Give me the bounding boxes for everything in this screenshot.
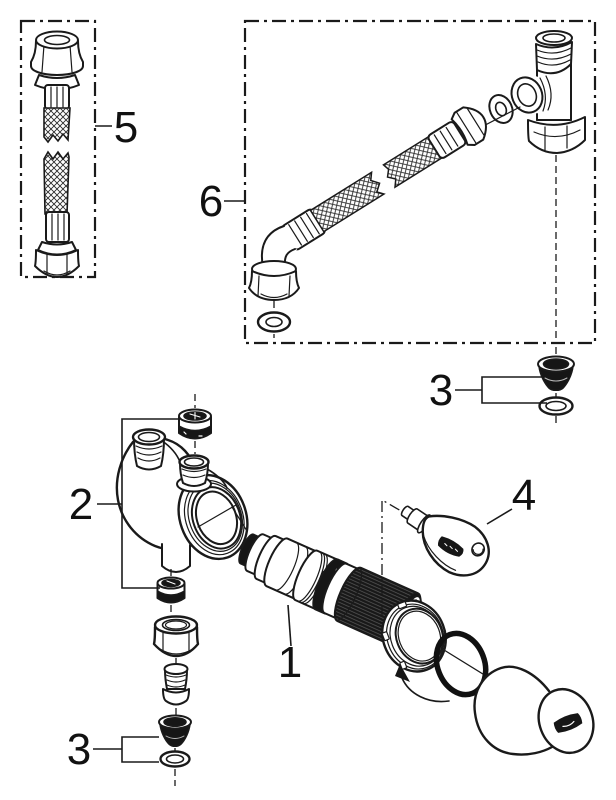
valve-body	[115, 428, 249, 573]
callout-2: 2	[69, 480, 93, 529]
part-6-connection-set-box: 6	[199, 19, 597, 345]
dashed-frame-6	[243, 19, 597, 345]
rotation-arrowhead	[395, 664, 410, 682]
knob-cap	[473, 665, 595, 756]
hose-run	[281, 106, 487, 251]
part-3-right-filter-seal: 3	[429, 347, 575, 424]
check-valve-bottom	[156, 576, 186, 604]
rotation-arrow	[401, 677, 450, 703]
dashed-frame-5	[19, 19, 97, 279]
callout-3-bottom: 3	[67, 725, 91, 774]
part-5-flex-hose-box: 5	[19, 19, 138, 279]
leader-1	[287, 604, 292, 647]
bracket-2	[97, 418, 180, 589]
flex-hose	[30, 30, 84, 278]
o-ring-large	[433, 630, 489, 698]
part-4-key: 4	[381, 471, 536, 617]
part-2-valve-body-assembly: 3 2	[67, 394, 249, 786]
callout-4: 4	[512, 471, 536, 520]
stop-ring	[381, 599, 447, 673]
washer-tee	[488, 94, 514, 124]
callout-1: 1	[278, 638, 302, 687]
callout-6: 6	[199, 177, 223, 226]
check-valve-top	[178, 408, 212, 440]
callout-3-right: 3	[429, 366, 453, 415]
tee-fitting	[510, 30, 586, 154]
hex-nut	[152, 615, 200, 658]
bracket-3-bottom	[93, 736, 159, 763]
hose-elbow-end	[248, 225, 300, 338]
part-1-cartridge	[238, 533, 422, 648]
leader-4	[486, 508, 513, 525]
threaded-nipple	[162, 663, 190, 706]
axis-body-cartridge	[231, 506, 248, 532]
part-3-bottom-filter-seal: 3	[67, 714, 192, 774]
callout-5: 5	[114, 103, 138, 152]
bracket-3-right	[455, 376, 547, 404]
